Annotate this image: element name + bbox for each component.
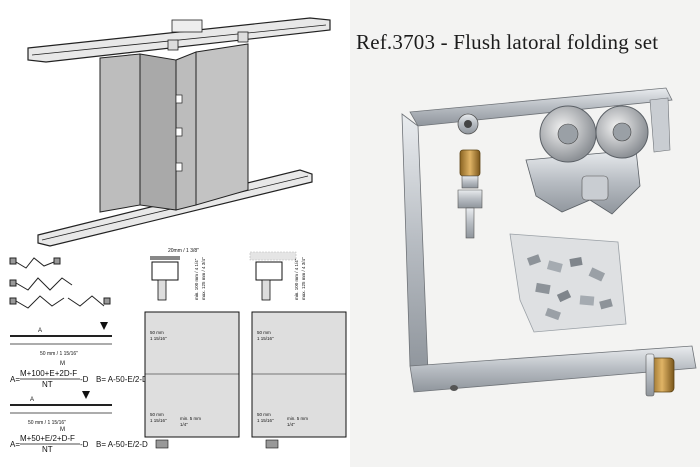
formula1-denominator: NT — [42, 380, 53, 389]
bottom-gap-1: min. 5 mm — [180, 416, 201, 421]
panel-offset-1b: 1 15/16" — [150, 336, 167, 341]
technical-drawing: A 50 mm / 1 15/16" M A= M+100+E+2D-F NT … — [9, 17, 347, 454]
bottom-gap-1b: 1/4" — [180, 422, 188, 427]
clearance-2: max. 125 mm / 4 3/4" — [201, 257, 206, 300]
formula-2: A= M+50+E/2+D-F NT -D B= A-50-E/2-D — [10, 434, 148, 454]
formula2-tail: -D — [80, 440, 89, 449]
set-screw-top — [457, 113, 479, 135]
dim2-m-label: M — [60, 427, 65, 433]
formula1-tail: -D — [80, 375, 89, 384]
product-photo-panel: Ref.3703 - Flush latoral folding set — [350, 0, 700, 467]
formula2-denominator: NT — [42, 445, 53, 454]
isometric-door-illustration — [27, 17, 331, 247]
panel-offset-2b: 1 15/16" — [257, 336, 274, 341]
product-photo — [401, 87, 697, 397]
bottom-gap-2b: 1/4" — [287, 422, 295, 427]
product-title: Ref.3703 - Flush latoral folding set — [356, 30, 659, 54]
bottom-offset-2b: 1 15/16" — [257, 418, 274, 423]
panel-offset-1: 50 mm — [150, 330, 164, 335]
dimension-diagram-2: A 50 mm / 1 15/16" M — [10, 391, 112, 433]
bottom-offset-1: 50 mm — [150, 412, 164, 417]
formula2-b: B= A-50-E/2-D — [96, 440, 148, 449]
u-bracket — [401, 87, 697, 393]
clearance-3: min. 100 mm / 4 1/4" — [294, 258, 299, 300]
brass-guide-roller — [645, 353, 675, 397]
panel-offset-2: 50 mm — [257, 330, 271, 335]
formula1-b: B= A-50-E/2-D — [96, 375, 148, 384]
clearance-1: min. 100 mm / 4 1/4" — [194, 258, 199, 300]
bottom-gap-2: min. 5 mm — [287, 416, 308, 421]
bracket-note: 20mm / 1 3/8" — [168, 248, 199, 254]
technical-drawing-panel: A 50 mm / 1 15/16" M A= M+100+E+2D-F NT … — [0, 0, 350, 467]
clearance-4: max. 125 mm / 4 3/4" — [301, 257, 306, 300]
dim2-note: 50 mm / 1 15/16" — [28, 420, 66, 426]
fold-configuration-diagrams — [9, 257, 111, 309]
section-detail-1: 20mm / 1 3/8" min. 100 mm / 4 1/4" max. … — [144, 248, 240, 449]
section-detail-2: min. 100 mm / 4 1/4" max. 125 mm / 4 3/4… — [249, 251, 347, 449]
dim2-a-label: A — [30, 397, 34, 403]
dim1-note: 50 mm / 1 15/16" — [40, 351, 78, 357]
bottom-offset-1b: 1 15/16" — [150, 418, 167, 423]
dimension-diagram-1: A 50 mm / 1 15/16" M — [10, 322, 112, 367]
formula-1: A= M+100+E+2D-F NT -D B= A-50-E/2-D — [10, 369, 148, 389]
formula1-numerator: M+100+E+2D-F — [20, 369, 77, 378]
formula2-lhs: A= — [10, 440, 20, 449]
hardware-parts-bag — [509, 233, 627, 333]
formula1-lhs: A= — [10, 375, 20, 384]
formula2-numerator: M+50+E/2+D-F — [20, 434, 75, 443]
dim1-m-label: M — [60, 361, 65, 367]
twin-wheel-carrier — [525, 105, 649, 215]
adjustment-bolt — [457, 149, 483, 239]
bottom-offset-2: 50 mm — [257, 412, 271, 417]
dim1-a-label: A — [38, 328, 42, 334]
